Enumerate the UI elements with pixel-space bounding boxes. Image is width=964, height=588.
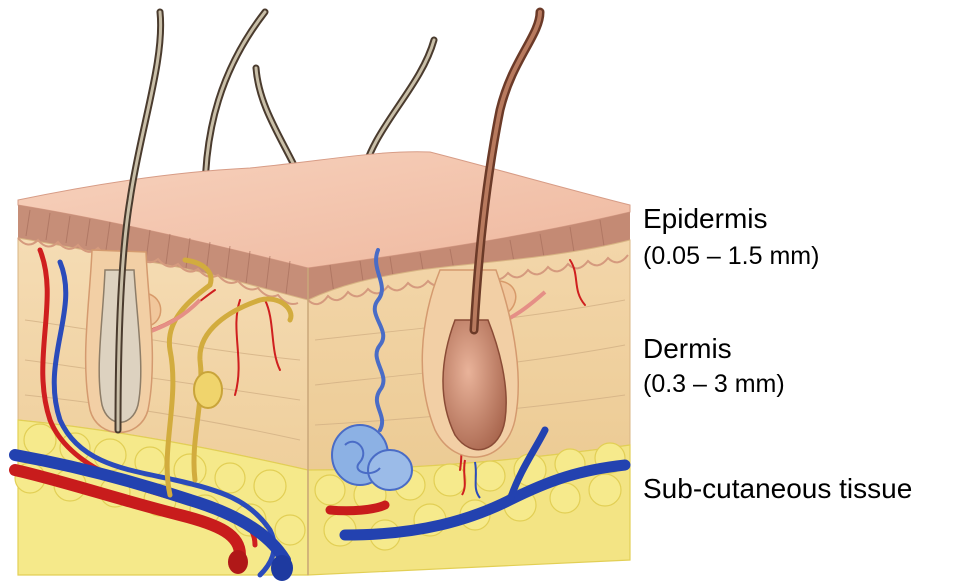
label-epidermis: Epidermis <box>643 205 767 233</box>
label-epidermis-thickness: (0.05 – 1.5 mm) <box>643 244 819 269</box>
label-subcutaneous-tissue: Sub-cutaneous tissue <box>643 475 912 503</box>
skin-cross-section-illustration <box>0 0 640 588</box>
label-dermis: Dermis <box>643 335 732 363</box>
label-dermis-thickness: (0.3 – 3 mm) <box>643 372 785 397</box>
nerve-ending <box>194 372 222 408</box>
